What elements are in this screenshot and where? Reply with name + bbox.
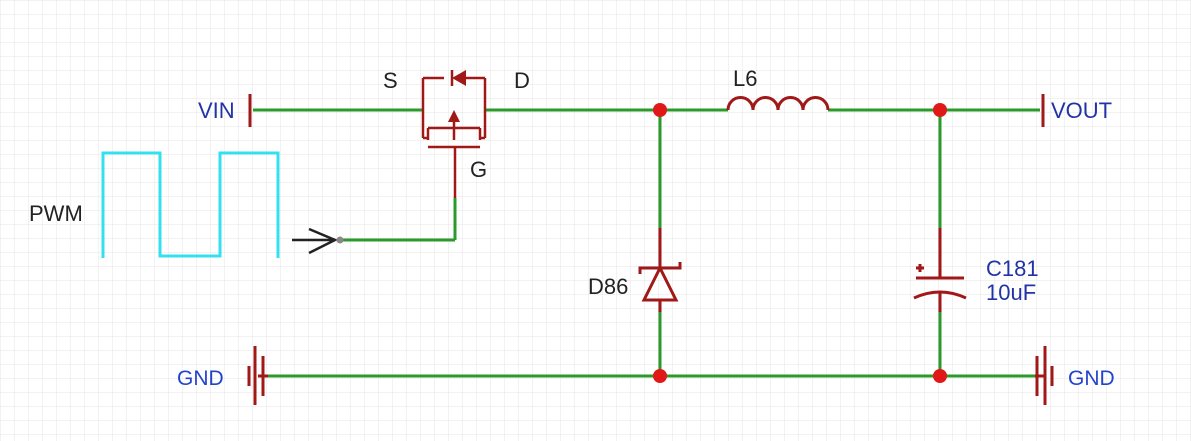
diode-symbol: [638, 228, 682, 312]
gnd-left-symbol: [247, 346, 268, 405]
pwm-label: PWM: [29, 201, 83, 226]
inductor-symbol: [726, 96, 830, 111]
diode-label: D86: [588, 274, 628, 299]
junctions: [653, 103, 947, 383]
pwm-input-arrow: [292, 227, 344, 255]
junction-gnd-diode: [653, 369, 667, 383]
junction-gnd-cap: [933, 369, 947, 383]
capacitor-value-label: 10uF: [986, 280, 1036, 305]
vout-label: VOUT: [1051, 98, 1112, 123]
mosfet-arrow: [448, 110, 460, 122]
gnd-right-label: GND: [1068, 367, 1115, 390]
junction-switch-node: [653, 103, 667, 117]
inductor-label: L6: [733, 66, 757, 91]
gate-label: G: [470, 157, 487, 182]
pwm-waveform: [101, 151, 280, 258]
mosfet-body-diode: [452, 70, 466, 86]
capacitor-symbol: [913, 228, 967, 312]
gnd-left-label: GND: [177, 367, 224, 390]
junction-vout-node: [933, 103, 947, 117]
gnd-right-symbol: [1035, 346, 1054, 405]
mosfet-symbol: [421, 70, 487, 198]
source-label: S: [383, 68, 398, 93]
capacitor-ref-label: C181: [986, 256, 1039, 281]
drain-label: D: [514, 68, 530, 93]
vin-label: VIN: [198, 98, 235, 123]
